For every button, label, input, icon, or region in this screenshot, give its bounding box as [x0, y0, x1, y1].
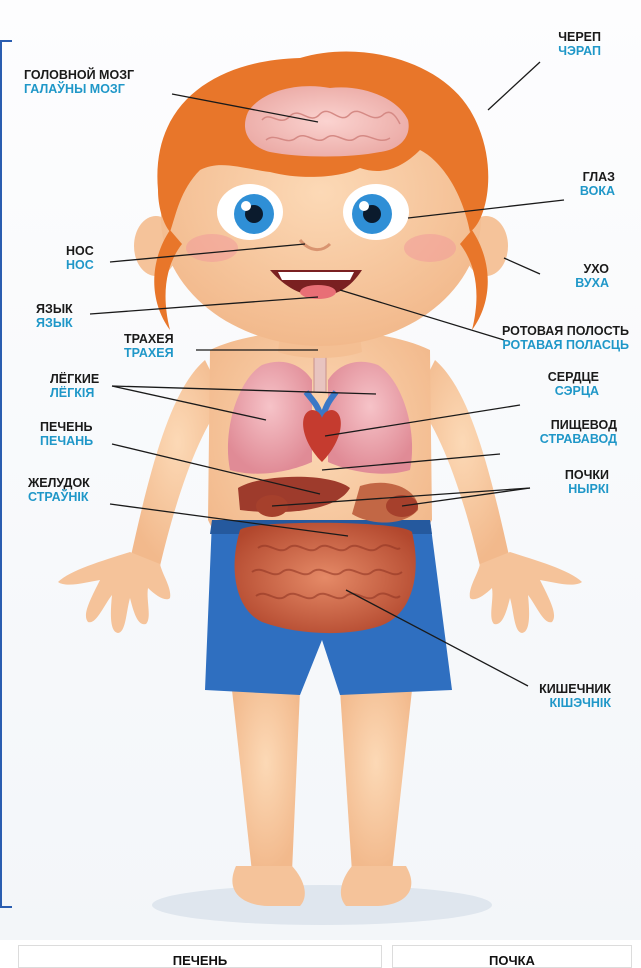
label-liver: ПЕЧЕНЬ ПЕЧАНЬ	[40, 420, 93, 448]
label-kidneys-by: НЫРКІ	[565, 482, 609, 496]
label-nose-ru: НОС	[66, 244, 94, 258]
label-trachea-by: ТРАХЕЯ	[124, 346, 174, 360]
label-brain: ГОЛОВНОЙ МОЗГ ГАЛАЎНЫ МОЗГ	[24, 68, 134, 96]
floor-shadow	[152, 885, 492, 925]
label-eye-ru: ГЛАЗ	[580, 170, 615, 184]
right-foot	[341, 866, 411, 906]
label-lungs: ЛЁГКИЕ ЛЁГКІЯ	[50, 372, 99, 400]
line-ear	[504, 258, 540, 274]
label-stomach-ru: ЖЕЛУДОК	[28, 476, 90, 490]
label-skull: ЧЕРЕП ЧЭРАП	[558, 30, 601, 58]
line-skull	[488, 62, 540, 110]
label-skull-ru: ЧЕРЕП	[558, 30, 601, 44]
label-esophagus: ПИЩЕВОД СТРАВАВОД	[540, 418, 617, 446]
label-skull-by: ЧЭРАП	[558, 44, 601, 58]
label-trachea: ТРАХЕЯ ТРАХЕЯ	[124, 332, 174, 360]
label-nose-by: НОС	[66, 258, 94, 272]
label-ear: УХО ВУХА	[575, 262, 609, 290]
label-tongue-ru: ЯЗЫК	[36, 302, 73, 316]
label-liver-by: ПЕЧАНЬ	[40, 434, 93, 448]
tile-kidney: ПОЧКА	[392, 945, 632, 968]
label-mouth: РОТОВАЯ ПОЛОСТЬ РОТАВАЯ ПОЛАСЦЬ	[502, 324, 629, 352]
label-kidneys-ru: ПОЧКИ	[565, 468, 609, 482]
label-intestine-ru: КИШЕЧНИК	[539, 682, 611, 696]
label-nose: НОС НОС	[66, 244, 94, 272]
label-heart: СЕРДЦЕ СЭРЦА	[548, 370, 599, 398]
label-ear-ru: УХО	[575, 262, 609, 276]
label-eye-by: ВОКА	[580, 184, 615, 198]
left-hand	[58, 552, 170, 633]
label-lungs-ru: ЛЁГКИЕ	[50, 372, 99, 386]
label-brain-ru: ГОЛОВНОЙ МОЗГ	[24, 68, 134, 82]
body-illustration	[0, 0, 641, 940]
label-stomach-by: СТРАЎНІК	[28, 490, 90, 504]
label-heart-by: СЭРЦА	[548, 384, 599, 398]
label-lungs-by: ЛЁГКІЯ	[50, 386, 99, 400]
label-liver-ru: ПЕЧЕНЬ	[40, 420, 93, 434]
label-intestine-by: КІШЭЧНІК	[539, 696, 611, 710]
label-brain-by: ГАЛАЎНЫ МОЗГ	[24, 82, 134, 96]
label-heart-ru: СЕРДЦЕ	[548, 370, 599, 384]
intestine-organ	[235, 523, 416, 633]
label-mouth-by: РОТАВАЯ ПОЛАСЦЬ	[502, 338, 629, 352]
left-cheek	[186, 234, 238, 262]
label-tongue-by: ЯЗЫК	[36, 316, 73, 330]
tile-liver: ПЕЧЕНЬ	[18, 945, 382, 968]
label-tongue: ЯЗЫК ЯЗЫК	[36, 302, 73, 330]
right-hand	[470, 552, 582, 633]
teeth	[278, 272, 354, 280]
label-esophagus-ru: ПИЩЕВОД	[540, 418, 617, 432]
label-stomach: ЖЕЛУДОК СТРАЎНІК	[28, 476, 90, 504]
label-kidneys: ПОЧКИ НЫРКІ	[565, 468, 609, 496]
legs	[232, 690, 412, 906]
label-ear-by: ВУХА	[575, 276, 609, 290]
label-intestine: КИШЕЧНИК КІШЭЧНІК	[539, 682, 611, 710]
right-cheek	[404, 234, 456, 262]
tongue-shape	[300, 285, 336, 299]
label-mouth-ru: РОТОВАЯ ПОЛОСТЬ	[502, 324, 629, 338]
label-eye: ГЛАЗ ВОКА	[580, 170, 615, 198]
label-trachea-ru: ТРАХЕЯ	[124, 332, 174, 346]
label-esophagus-by: СТРАВАВОД	[540, 432, 617, 446]
